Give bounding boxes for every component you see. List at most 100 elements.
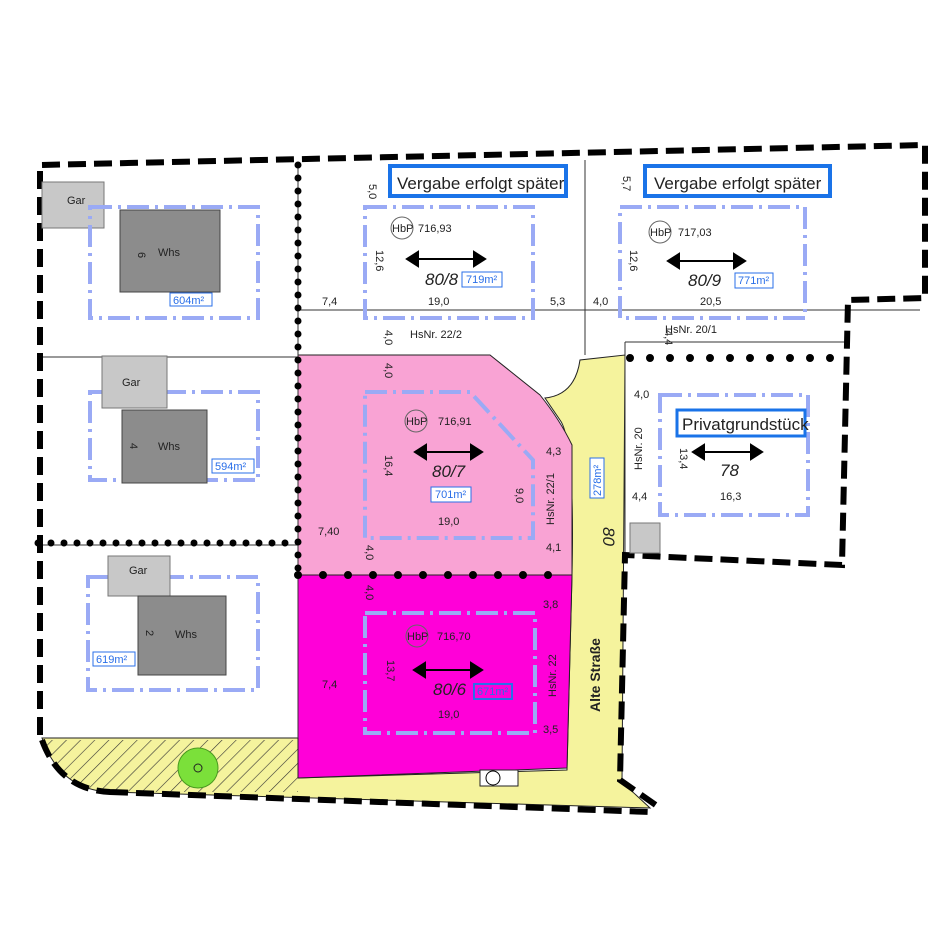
plan-mark xyxy=(618,205,807,320)
street-alte-strasse: Alte Straße 80 278m² xyxy=(479,457,661,787)
plan-mark xyxy=(363,611,537,735)
plan-mark xyxy=(119,209,221,293)
hbp-label: HbP xyxy=(392,223,413,235)
area-label: 604m² xyxy=(173,295,205,307)
building-label: Whs xyxy=(175,629,198,641)
height-label: 716,91 xyxy=(438,416,472,428)
house-number: 4 xyxy=(127,443,139,449)
area-label: 719m² xyxy=(466,274,498,286)
lots-l806-dims-width-text: 19,0 xyxy=(438,709,459,721)
plan-mark xyxy=(629,522,661,554)
house-number: 6 xyxy=(135,252,147,258)
lots-l808-dims-left-text: 7,4 xyxy=(322,296,337,308)
plan-mark xyxy=(101,355,168,409)
house-number-label: HsNr. 22/1 xyxy=(545,473,557,525)
lots-l807-dims-left-text: 7,40 xyxy=(318,526,339,538)
plan-mark xyxy=(193,763,203,773)
plan-mark xyxy=(388,164,568,198)
plan-mark xyxy=(169,292,213,307)
plan-mark xyxy=(107,555,171,597)
garage-label: Gar xyxy=(122,377,141,389)
lots-l806-dims-left-text: 7,4 xyxy=(322,679,337,691)
plan-mark xyxy=(390,216,414,240)
area-label: 619m² xyxy=(96,654,128,666)
plan-mark xyxy=(405,624,429,648)
note-vergabe-2: Vergabe erfolgt später xyxy=(643,164,832,198)
plan-mark xyxy=(405,250,487,268)
lot-number: 80/6 xyxy=(433,680,467,699)
lot-80-6-area[interactable] xyxy=(297,574,573,779)
plan-mark xyxy=(211,458,255,474)
building-label: Whs xyxy=(158,247,181,259)
lot-78-private[interactable]: Privatgrundstück 78 4,0 13,4 4,4 16,3 Hs… xyxy=(632,389,810,517)
existing-lot-4[interactable]: Gar Whs 4 594m² xyxy=(88,355,260,484)
lots-l807-dims-right-bottom-text: 4,1 xyxy=(546,542,561,554)
plan-mark xyxy=(88,205,260,320)
plan-mark xyxy=(413,443,484,461)
plan-mark xyxy=(691,443,764,461)
height-label: 717,03 xyxy=(678,227,712,239)
lots-l807-dims-side-text: 9,0 xyxy=(513,488,525,503)
area-label: 671m² xyxy=(477,686,509,698)
lots-l806-dims-right-top-text: 3,8 xyxy=(543,599,558,611)
plan-mark xyxy=(363,390,535,540)
plan-mark xyxy=(473,683,513,700)
plan-mark xyxy=(412,661,484,679)
height-label: 716,70 xyxy=(437,631,471,643)
lots-l78-dims-depth-text: 13,4 xyxy=(677,448,689,469)
lot-number: 80/9 xyxy=(688,271,722,290)
lot-number: 78 xyxy=(720,461,739,480)
lot-80-9[interactable]: HbP 717,03 80/9 771m² 5,7 12,6 4,0 20,5 … xyxy=(593,176,807,345)
street-name: Alte Straße xyxy=(587,638,603,712)
lots-l809-dims-width-text: 20,5 xyxy=(700,296,721,308)
lots-l809-dims-depth-text: 12,6 xyxy=(627,250,639,271)
area-label: 771m² xyxy=(738,275,770,287)
existing-lot-2[interactable]: Gar Whs 2 619m² xyxy=(86,555,260,692)
notes-note-2-text: Vergabe erfolgt später xyxy=(654,174,822,193)
building-label: Whs xyxy=(158,441,181,453)
street-area: 278m² xyxy=(592,464,604,496)
lots-l809-dims-left-text: 4,0 xyxy=(593,296,608,308)
meter-icon xyxy=(485,770,501,786)
lots-l807-dims-front-text: 4,0 xyxy=(382,363,394,378)
lot-80-6[interactable]: HbP 716,70 80/6 671m² 4,0 13,7 7,4 19,0 … xyxy=(322,585,559,736)
dotted-boundaries xyxy=(34,161,846,579)
plan-mark xyxy=(675,408,807,438)
lots-l809-dims-back-text: 4,4 xyxy=(662,330,674,345)
lots-l807-dims-depth-text: 16,4 xyxy=(382,455,394,476)
plan-mark xyxy=(643,164,832,198)
lot-number: 80/8 xyxy=(425,270,459,289)
house-number-label: HsNr. 20 xyxy=(633,427,645,470)
plan-mark xyxy=(734,272,774,289)
lots-l807-dims-back-text: 4,0 xyxy=(363,545,375,560)
lots-l808-dims-width-text: 19,0 xyxy=(428,296,449,308)
lots-l808-dims-depth-text: 12,6 xyxy=(373,250,385,271)
house-number-label: HsNr. 22/2 xyxy=(410,329,462,341)
house-number-label: HsNr. 22 xyxy=(547,654,559,697)
tree-icon xyxy=(177,747,219,789)
house-number: 2 xyxy=(143,630,155,636)
private-note: Privatgrundstück xyxy=(682,415,809,434)
lot-number: 80/7 xyxy=(432,462,466,481)
existing-lot-6[interactable]: Gar Whs 6 604m² xyxy=(41,181,260,320)
height-label: 716,93 xyxy=(418,223,452,235)
lot-80-7[interactable]: HbP 716,91 80/7 701m² 4,0 16,4 7,40 19,0… xyxy=(318,363,561,560)
plan-mark xyxy=(648,220,672,244)
plan-mark xyxy=(363,205,535,320)
lot-80-8[interactable]: HbP 716,93 80/8 719m² 5,0 12,6 7,4 19,0 … xyxy=(322,184,565,345)
plan-mark xyxy=(137,595,227,676)
garage-label: Gar xyxy=(67,195,86,207)
lots-l809-dims-front-text: 5,7 xyxy=(620,176,632,191)
notes-note-1-text: Vergabe erfolgt später xyxy=(397,174,565,193)
hbp-label: HbP xyxy=(407,631,428,643)
plan-mark xyxy=(92,651,136,667)
plan-mark xyxy=(461,271,503,288)
area-label: 594m² xyxy=(215,461,247,473)
lots-l78-dims-front-text: 4,0 xyxy=(634,389,649,401)
hatched-green-area xyxy=(42,740,298,792)
plan-mark xyxy=(589,457,605,499)
area-label: 701m² xyxy=(435,489,467,501)
lots-l808-dims-right-text: 5,3 xyxy=(550,296,565,308)
plan-mark xyxy=(121,409,208,484)
